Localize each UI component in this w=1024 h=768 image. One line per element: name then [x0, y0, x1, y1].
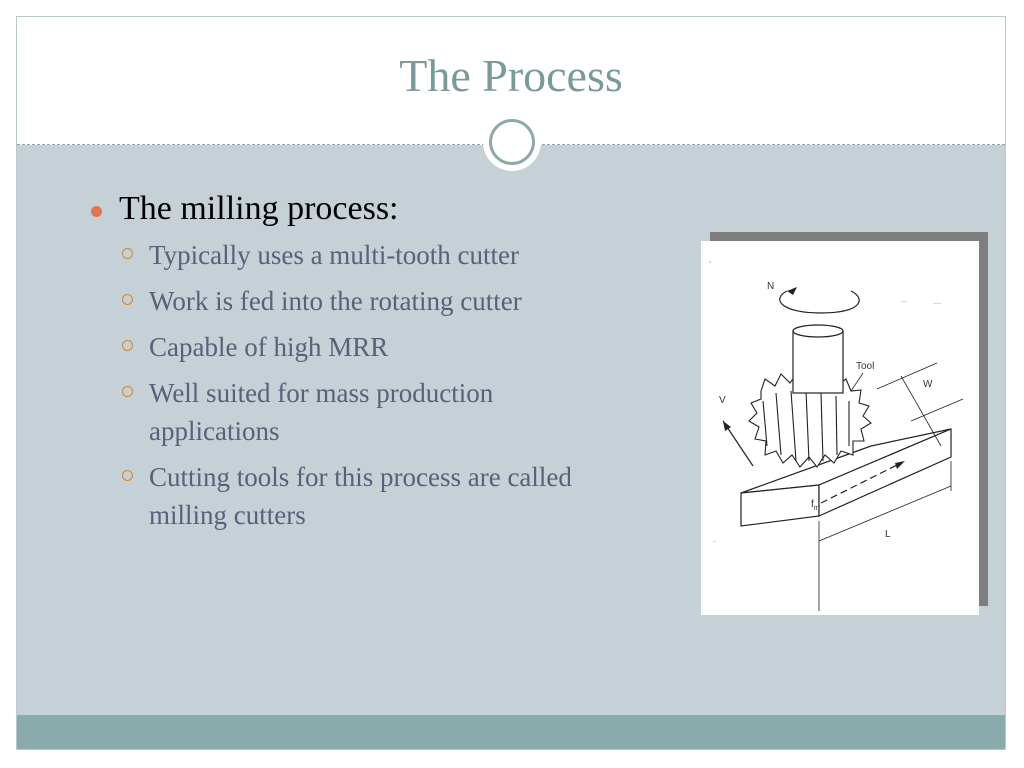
tool-shaft-icon	[792, 324, 844, 394]
length-dimension-icon	[818, 485, 952, 542]
sub-bullet-text: Capable of high MRR	[149, 331, 389, 362]
sub-bullet: Work is fed into the rotating cutter	[87, 282, 627, 320]
label-tool: Tool	[856, 361, 874, 372]
sub-bullet-ring-icon	[122, 339, 133, 351]
sub-bullet: Capable of high MRR	[87, 328, 627, 366]
label-v: V	[719, 395, 726, 406]
milling-diagram: N V Tool W fm L	[701, 241, 979, 615]
label-n: N	[767, 281, 774, 292]
sub-bullet-ring-icon	[122, 293, 133, 305]
bullet-dot-icon	[91, 206, 102, 217]
feed-arrow-icon	[820, 462, 902, 504]
sub-bullet: Well suited for mass production applicat…	[87, 374, 627, 450]
sub-bullet-ring-icon	[122, 385, 133, 397]
footer-band	[17, 715, 1005, 749]
rotation-arrow-icon	[779, 290, 860, 314]
label-fm: fm	[811, 499, 820, 512]
label-w: W	[923, 379, 933, 390]
sub-bullet: Cutting tools for this process are calle…	[87, 458, 627, 534]
milling-cutter-icon	[748, 371, 872, 468]
slide-title: The Process	[399, 50, 623, 101]
milling-diagram-svg: N V Tool W fm L	[709, 261, 964, 611]
sub-bullet-ring-icon	[122, 247, 133, 259]
main-bullet-text: The milling process:	[119, 190, 399, 227]
label-l: L	[885, 529, 891, 540]
bullet-list: The milling process: Typically uses a mu…	[87, 189, 627, 542]
main-bullet: The milling process:	[87, 189, 627, 230]
sub-bullet-ring-icon	[122, 469, 133, 481]
sub-bullet-text: Typically uses a multi-tooth cutter	[149, 239, 520, 270]
sub-bullet-text: Cutting tools for this process are calle…	[149, 461, 572, 530]
width-dimension-icon	[900, 375, 942, 447]
slide: The Process The milling process: Typical…	[16, 16, 1006, 750]
sub-bullet-text: Work is fed into the rotating cutter	[149, 285, 522, 316]
sub-bullet-text: Well suited for mass production applicat…	[149, 377, 494, 446]
title-divider-circle-icon	[483, 113, 541, 171]
workpiece-icon	[740, 428, 952, 527]
sub-bullet: Typically uses a multi-tooth cutter	[87, 236, 627, 274]
